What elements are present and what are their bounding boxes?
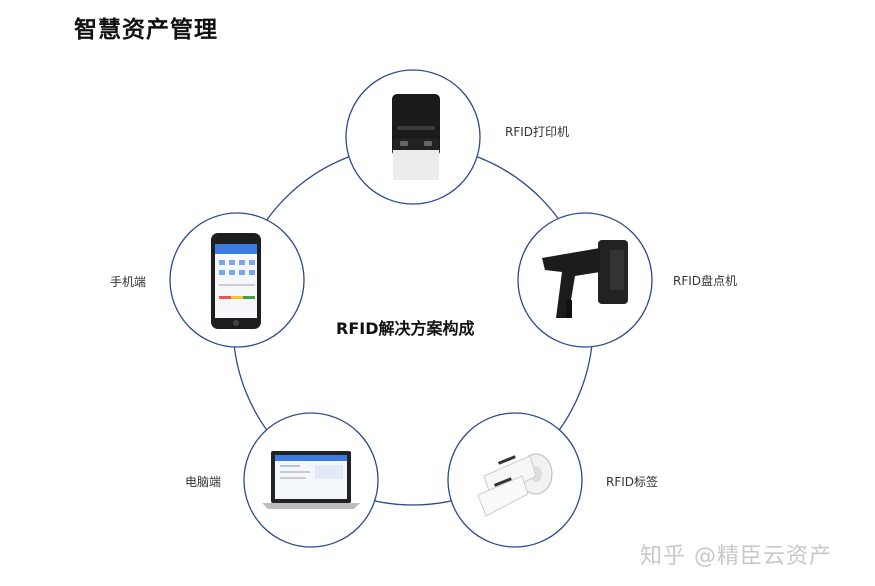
rfid-printer-icon — [392, 94, 440, 180]
node-printer — [345, 69, 481, 205]
laptop-icon — [262, 451, 360, 509]
node-mobile — [169, 212, 305, 348]
node-tag — [447, 412, 583, 548]
center-label: RFID解决方案构成 — [336, 319, 475, 338]
label-scanner: RFID盘点机 — [673, 274, 738, 288]
label-printer: RFID打印机 — [505, 125, 570, 139]
label-mobile: 手机端 — [110, 275, 147, 289]
label-tag: RFID标签 — [606, 475, 659, 489]
node-scanner — [517, 212, 653, 348]
label-pc: 电脑端 — [185, 475, 222, 489]
rfid-label-roll-icon — [477, 453, 553, 517]
watermark: 知乎 @精臣云资产 — [640, 544, 832, 569]
smartphone-icon — [211, 233, 261, 329]
page-title: 智慧资产管理 — [74, 17, 218, 43]
node-pc — [243, 412, 379, 548]
rfid-scanner-gun-icon — [542, 240, 628, 318]
